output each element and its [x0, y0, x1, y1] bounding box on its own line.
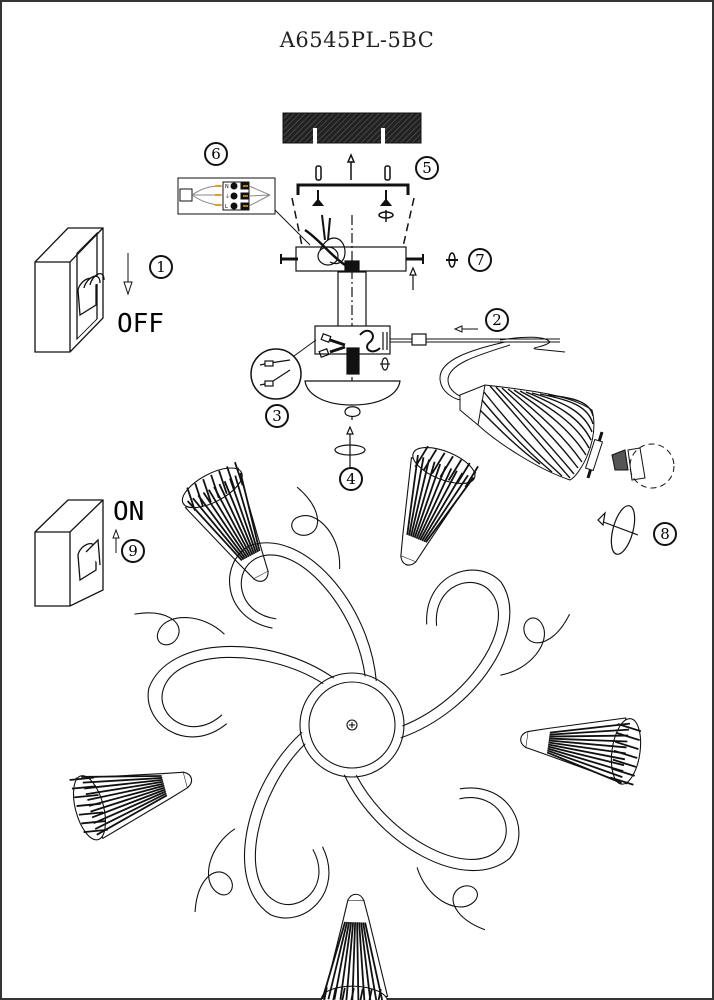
rotate-arrow-icon — [334, 425, 366, 470]
step-5-marker: 5 — [415, 156, 439, 180]
svg-text:1: 1 — [156, 258, 166, 276]
fixture-arm-1 — [134, 461, 335, 738]
svg-text:8: 8 — [660, 525, 670, 543]
decorative-curl — [194, 828, 236, 913]
fixture-arm-4 — [320, 774, 520, 1000]
down-arrow-icon — [123, 253, 133, 296]
fixture-arm-2 — [228, 445, 479, 681]
decorative-curl — [134, 612, 225, 646]
terminal-block-detail — [177, 177, 311, 246]
arm-curve — [161, 656, 324, 728]
mounting-bracket-icon — [291, 153, 415, 261]
step-7-marker: 7 — [446, 248, 492, 272]
arm-curve — [228, 542, 377, 681]
arm-curve — [402, 582, 499, 727]
step-3-marker: 3 — [265, 404, 289, 428]
arm-curve — [240, 554, 366, 677]
lamp-shade-icon — [400, 445, 479, 566]
screw-rotate-icon — [597, 505, 639, 555]
fixture-arm-5 — [69, 731, 330, 919]
model-title: A6545PL-5BC — [279, 28, 435, 52]
decorative-curl — [416, 867, 486, 931]
svg-text:3: 3 — [272, 407, 282, 425]
shade-holder — [347, 893, 365, 901]
arm-curve — [147, 645, 335, 738]
lamp-shade-icon — [181, 461, 269, 582]
step-4-marker: 4 — [339, 467, 363, 491]
step-1-marker: 1 — [149, 255, 173, 279]
junction-box-icon — [250, 325, 560, 418]
wall-switch-off-icon — [34, 227, 105, 353]
assembled-fixture — [69, 445, 642, 1000]
shade-holder — [520, 731, 529, 748]
svg-text:5: 5 — [422, 159, 432, 177]
up-arrow-icon — [112, 528, 120, 553]
step-8-marker: 8 — [653, 522, 677, 546]
lamp-arm-exploded-icon — [439, 336, 675, 489]
svg-text:2: 2 — [492, 311, 502, 329]
decorative-curl — [291, 486, 341, 570]
terminal-label-n: N — [225, 184, 229, 190]
left-arrow-icon — [453, 325, 478, 333]
shade-holder — [400, 555, 417, 566]
switch-off-label: OFF — [117, 309, 164, 339]
wall-switch-on-icon — [34, 499, 104, 607]
svg-text:9: 9 — [128, 542, 138, 560]
terminal-label-l: L — [225, 204, 228, 210]
svg-text:6: 6 — [211, 145, 221, 163]
switch-on-label: ON — [113, 497, 144, 527]
step-2-marker: 2 — [485, 308, 509, 332]
canopy-icon — [280, 214, 424, 420]
arm-curve — [243, 731, 330, 919]
lamp-shade-icon — [320, 893, 389, 1000]
arm-curve — [254, 743, 320, 906]
arm-curve — [400, 569, 511, 739]
decorative-curl — [500, 613, 571, 676]
arm-curve — [355, 774, 507, 860]
ceiling-icon — [282, 112, 422, 144]
arm-curve — [343, 774, 520, 872]
terminal-label-earth: ⏚ — [225, 193, 230, 200]
lamp-shade-icon — [520, 717, 642, 786]
shade-holder — [183, 771, 193, 789]
step-9-marker: 9 — [121, 539, 145, 563]
svg-text:4: 4 — [346, 470, 356, 488]
lamp-shade-icon — [69, 771, 193, 841]
step-6-marker: 6 — [204, 142, 228, 166]
shade-holder — [253, 571, 269, 582]
svg-text:7: 7 — [475, 251, 485, 269]
fixture-arm-3 — [400, 569, 642, 786]
